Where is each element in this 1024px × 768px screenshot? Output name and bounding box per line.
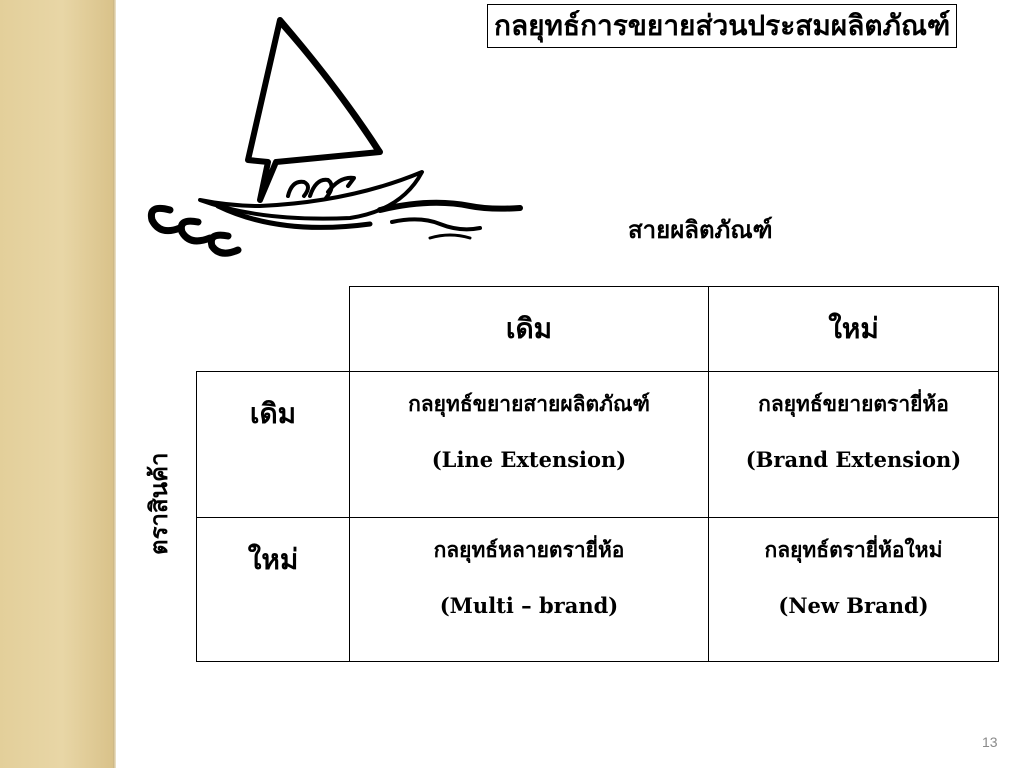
- row-header-new: ใหม่: [196, 517, 350, 662]
- brand-axis-label: ตราสินค้า: [144, 452, 173, 555]
- side-decoration-band: [0, 0, 113, 768]
- wave-swirl-2: [177, 217, 214, 245]
- wave-swirl-3: [207, 231, 242, 257]
- row-header-existing-label: เดิม: [249, 397, 297, 430]
- cell-brand-extension-en: (Brand Extension): [745, 447, 962, 472]
- boat-hull: [198, 170, 424, 221]
- sailboat-illustration: [147, 17, 523, 257]
- cell-brand-extension: กลยุทธ์ขยายตรายี่ห้อ (Brand Extension): [708, 371, 999, 518]
- slide-title: กลยุทธ์การขยายส่วนประสมผลิตภัณฑ์: [487, 4, 958, 48]
- cell-multi-brand-en: (Multi – brand): [439, 593, 619, 618]
- side-decoration-edge: [113, 0, 116, 768]
- col-header-existing: เดิม: [349, 286, 709, 372]
- wave-swirl-1: [147, 204, 184, 235]
- matrix-row-new-brand: ใหม่ กลยุทธ์หลายตรายี่ห้อ (Multi – brand…: [196, 517, 999, 662]
- page-number: 13: [982, 734, 998, 750]
- cell-new-brand-th: กลยุทธ์ตรายี่ห้อใหม่: [764, 537, 943, 562]
- cell-line-extension-th: กลยุทธ์ขยายสายผลิตภัณฑ์: [408, 391, 650, 416]
- boat-sail: [245, 17, 383, 203]
- cell-line-extension: กลยุทธ์ขยายสายผลิตภัณฑ์ (Line Extension): [349, 371, 709, 518]
- cell-multi-brand: กลยุทธ์หลายตรายี่ห้อ (Multi – brand): [349, 517, 709, 662]
- cell-brand-extension-th: กลยุทธ์ขยายตรายี่ห้อ: [758, 391, 949, 416]
- col-header-new: ใหม่: [708, 286, 999, 372]
- product-line-axis-label: สายผลิตภัณฑ์: [628, 215, 773, 244]
- row-header-new-label: ใหม่: [247, 543, 299, 576]
- cell-line-extension-en: (Line Extension): [431, 447, 627, 472]
- matrix-corner: [196, 286, 350, 372]
- cell-multi-brand-th: กลยุทธ์หลายตรายี่ห้อ: [433, 537, 625, 562]
- strategy-matrix: เดิม ใหม่ เดิม กลยุทธ์ขยายสายผลิตภัณฑ์ (…: [196, 286, 999, 662]
- cell-new-brand: กลยุทธ์ตรายี่ห้อใหม่ (New Brand): [708, 517, 999, 662]
- boat-people: [286, 175, 356, 200]
- matrix-header-row: เดิม ใหม่: [196, 286, 999, 372]
- row-header-existing: เดิม: [196, 371, 350, 518]
- matrix-row-existing-brand: เดิม กลยุทธ์ขยายสายผลิตภัณฑ์ (Line Exten…: [196, 371, 999, 518]
- cell-new-brand-en: (New Brand): [778, 593, 929, 618]
- wave-lines: [377, 199, 523, 213]
